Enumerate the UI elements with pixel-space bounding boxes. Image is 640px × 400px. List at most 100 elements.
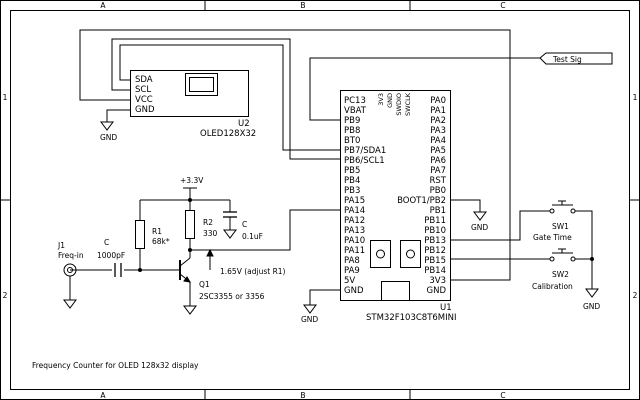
gnd-label: GND — [471, 223, 488, 232]
test-sig-tag — [539, 52, 613, 65]
transistor-q1 — [179, 257, 191, 283]
mcu-right-pin: PB14 — [424, 266, 446, 276]
mcu-left-pin: 5V — [344, 276, 355, 286]
q1-value: 2SC3355 or 3356 — [199, 292, 265, 301]
mcu-left-pin: PA13 — [344, 226, 365, 236]
mcu-right-pin: PA3 — [430, 126, 446, 136]
mcu-left-pin: PB8 — [344, 126, 360, 136]
mcu-top-pin: SWDIO — [395, 93, 403, 116]
gnd-label: GND — [301, 315, 318, 324]
mcu-u1-body — [340, 90, 451, 301]
sw2-value: Calibration — [532, 282, 573, 291]
resistor-r2 — [185, 210, 195, 239]
mcu-right-pin: PB15 — [424, 256, 446, 266]
junction-dot — [188, 198, 192, 202]
mcu-right-pin: PA6 — [430, 156, 446, 166]
gnd-symbol — [585, 288, 599, 298]
test-sig-label: Test Sig — [552, 55, 582, 64]
cin-value: 1000pF — [97, 251, 125, 260]
oled-pin-label: VCC — [135, 95, 153, 105]
mcu-right-pin: PA4 — [430, 136, 446, 146]
mcu-right-pin: PB13 — [424, 236, 446, 246]
frame-col-label: A — [100, 391, 106, 400]
cin-ref: C — [104, 238, 109, 247]
mcu-right-pin: PA7 — [430, 166, 446, 176]
j1-ref: J1 — [57, 241, 65, 250]
mcu-left-pin-labels: PC13VBATPB9PB8BT0PB7/SDA1PB6/SCL1PB5PB4P… — [344, 96, 386, 296]
r2-value: 330 — [203, 229, 218, 238]
mcu-left-pin: PA12 — [344, 216, 365, 226]
mcu-left-pin: PA10 — [344, 236, 365, 246]
mcu-right-pin: BOOT1/PB2 — [397, 196, 446, 206]
resistor-r1 — [135, 220, 145, 249]
capacitor-decoupling — [223, 211, 237, 239]
sw1-value: Gate Time — [533, 233, 572, 242]
vcc-label: +3.3V — [180, 176, 204, 185]
connector-j1 — [63, 263, 77, 277]
frame-row-label: 1 — [633, 93, 638, 102]
bias-note: 1.65V (adjust R1) — [220, 267, 286, 276]
oled-pin-label: SDA — [135, 75, 153, 85]
mcu-top-pin: SWCLK — [404, 92, 412, 116]
cdec-value: 0.1uF — [242, 232, 263, 241]
frame-row-label: 1 — [3, 93, 8, 102]
wires — [69, 29, 593, 306]
mcu-right-pin: PA1 — [430, 106, 446, 116]
gnd-symbol — [63, 299, 77, 309]
sw1-ref: SW1 — [552, 222, 569, 231]
junction-dot — [138, 268, 142, 272]
mcu-left-pin: PA15 — [344, 196, 365, 206]
cdec-ref: C — [242, 220, 247, 229]
switch-sw2 — [549, 248, 576, 262]
oled-pin-label: SCL — [135, 85, 151, 95]
gnd-symbol — [303, 304, 317, 314]
r1-value: 68k* — [152, 237, 170, 246]
mcu-left-pin: PA8 — [344, 256, 360, 266]
mcu-right-pin: PB10 — [424, 226, 446, 236]
mcu-right-pin: PA5 — [430, 146, 446, 156]
frame-col-label: C — [500, 1, 505, 10]
frame-col-label: B — [300, 1, 305, 10]
sw2-ref: SW2 — [552, 270, 569, 279]
frame-row-label: 2 — [3, 291, 8, 300]
mcu-ref: U1 — [440, 303, 452, 313]
gnd-symbol — [183, 305, 197, 315]
bias-arrow — [206, 248, 214, 270]
mcu-right-pin-labels: PA0PA1PA2PA3PA4PA5PA6PA7RSTPB0BOOT1/PB2P… — [397, 96, 447, 296]
schematic-title-note: Frequency Counter for OLED 128x32 displa… — [32, 361, 199, 370]
mcu-left-pin: PA9 — [344, 266, 360, 276]
frame-col-label: B — [300, 391, 305, 400]
q1-ref: Q1 — [199, 280, 210, 289]
oled-pin-label: GND — [135, 105, 155, 115]
r1-ref: R1 — [152, 227, 162, 236]
mcu-left-pin: PB4 — [344, 176, 360, 186]
mcu-right-pin: PB11 — [424, 216, 446, 226]
r2-ref: R2 — [203, 218, 213, 227]
junction-dot — [590, 257, 594, 261]
mcu-left-pin: PB6/SCL1 — [344, 156, 385, 166]
mcu-left-pin: PB7/SDA1 — [344, 146, 386, 156]
mcu-right-pin: PA2 — [430, 116, 446, 126]
mcu-top-pin: 3V3 — [377, 93, 385, 106]
mcu-left-pin: PA11 — [344, 246, 365, 256]
j1-value: Freq-in — [58, 251, 84, 260]
capacitor-input — [114, 263, 122, 277]
oled-display-u2 — [130, 70, 249, 117]
mcu-left-pin: PB5 — [344, 166, 360, 176]
gnd-label: GND — [100, 133, 117, 142]
junction-dot — [188, 248, 192, 252]
gnd-symbol — [100, 121, 114, 131]
frame-col-label: C — [500, 391, 505, 400]
mcu-right-pin: RST — [430, 176, 447, 186]
oled-ref: U2 — [238, 119, 250, 129]
mcu-left-pin: PB9 — [344, 116, 360, 126]
mcu-top-pin: GND — [386, 93, 394, 108]
frame-col-label: A — [100, 1, 106, 10]
gnd-symbol — [473, 211, 487, 221]
mcu-right-pin: 3V3 — [429, 276, 446, 286]
mcu-right-pin: PB1 — [430, 206, 446, 216]
mcu-left-pin: VBAT — [344, 106, 367, 116]
switch-sw1 — [549, 200, 576, 214]
